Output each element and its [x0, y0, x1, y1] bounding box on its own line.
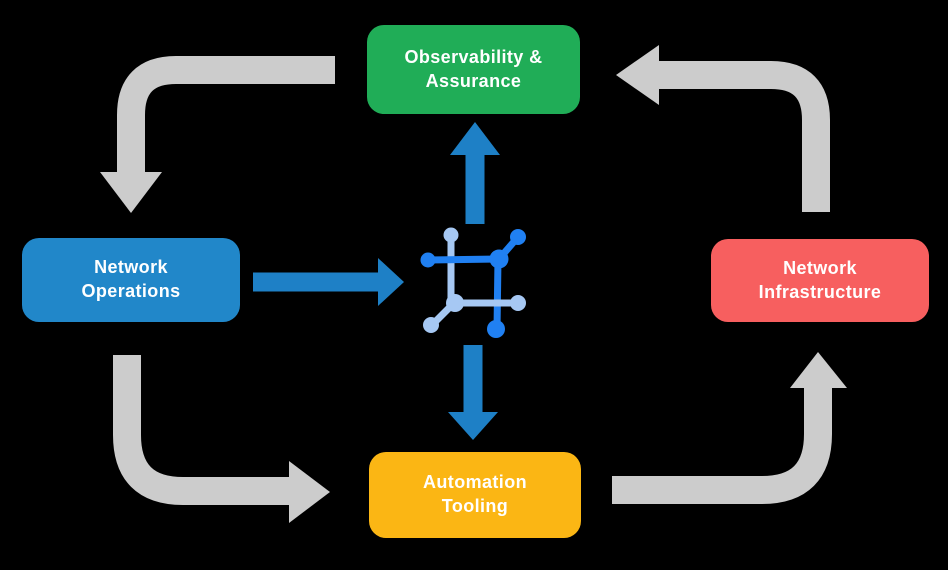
node-network-operations: Network Operations: [22, 238, 240, 322]
arrowhead-up-icon: [450, 122, 500, 155]
gray-arrow-infrastructure-to-observability: [616, 45, 830, 212]
arrowhead-down-icon: [100, 172, 162, 213]
gray-arrow-automation-to-infrastructure: [612, 352, 847, 504]
gray-arrow-observability-to-operations: [100, 56, 335, 213]
blue-arrow-operations-to-core: [253, 258, 404, 306]
arrow-elbow: [659, 61, 830, 212]
arrow-elbow: [113, 355, 289, 505]
gray-arrow-operations-to-automation: [113, 355, 330, 523]
arrowhead-up-icon: [790, 352, 847, 388]
arrow-elbow: [117, 56, 335, 174]
network-mesh-icon: [420, 227, 526, 338]
node-automation-tooling: Automation Tooling: [369, 452, 581, 538]
node-network-infrastructure: Network Infrastructure: [711, 239, 929, 322]
blue-arrow-core-to-automation: [448, 345, 498, 440]
arrowhead-right-icon: [378, 258, 404, 306]
arrowhead-right-icon: [289, 461, 330, 523]
arrow-elbow: [612, 388, 832, 504]
arrowhead-left-icon: [616, 45, 659, 105]
arrowhead-down-icon: [448, 412, 498, 440]
blue-arrow-core-to-observability: [450, 122, 500, 224]
node-observability-assurance: Observability & Assurance: [367, 25, 580, 114]
